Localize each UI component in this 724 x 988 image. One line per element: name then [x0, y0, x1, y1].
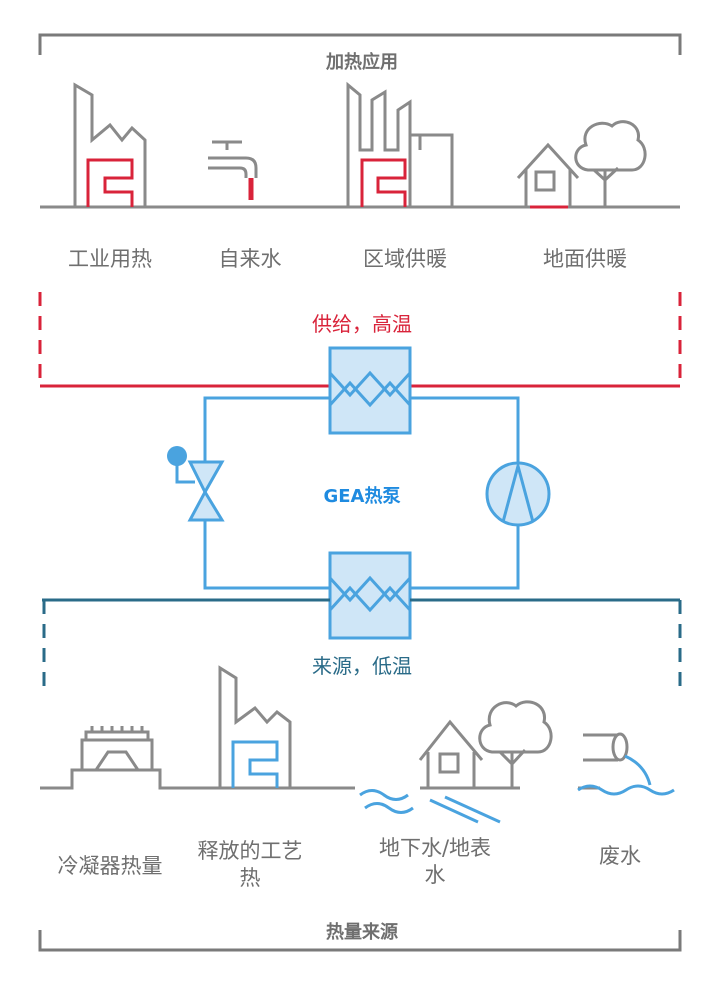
heat-pump-loop — [175, 396, 520, 590]
condenser-icon — [80, 726, 154, 772]
top-item-label-0: 工业用热 — [68, 247, 152, 271]
house-water-icon — [359, 700, 553, 824]
faucet-icon — [208, 140, 258, 200]
expansion-valve-icon — [167, 446, 225, 522]
waste-water-pipe-icon — [577, 732, 675, 796]
top-item-label-2: 区域供暖 — [363, 247, 447, 271]
bottom-ground-line — [40, 768, 600, 790]
top-section-title: 加热应用 — [326, 52, 398, 73]
district-heating-icon — [346, 81, 454, 207]
factory-icon — [73, 82, 147, 207]
process-heat-factory-icon — [218, 665, 292, 788]
supply-label: 供给，高温 — [312, 312, 412, 336]
bottom-section-title: 热量来源 — [326, 922, 398, 943]
heat-pump-label: GEA热泵 — [323, 486, 401, 507]
compressor-icon — [485, 460, 551, 527]
top-bracket — [38, 33, 682, 55]
evaporator-heat-exchanger — [328, 551, 412, 640]
bottom-bracket — [38, 930, 682, 952]
supply-lines — [38, 292, 682, 388]
bottom-item-label-2: 地下水/地表水 — [378, 836, 492, 887]
top-item-label-1: 自来水 — [218, 247, 282, 271]
bottom-item-label-0: 冷凝器热量 — [57, 854, 163, 878]
source-label: 来源，低温 — [312, 654, 412, 678]
top-item-label-3: 地面供暖 — [543, 247, 627, 271]
bottom-item-label-1: 释放的工艺热 — [197, 839, 303, 890]
house-tree-icon — [516, 120, 647, 209]
condenser-heat-exchanger — [328, 346, 412, 435]
bottom-item-label-3: 废水 — [599, 844, 641, 868]
source-lines — [42, 598, 682, 695]
